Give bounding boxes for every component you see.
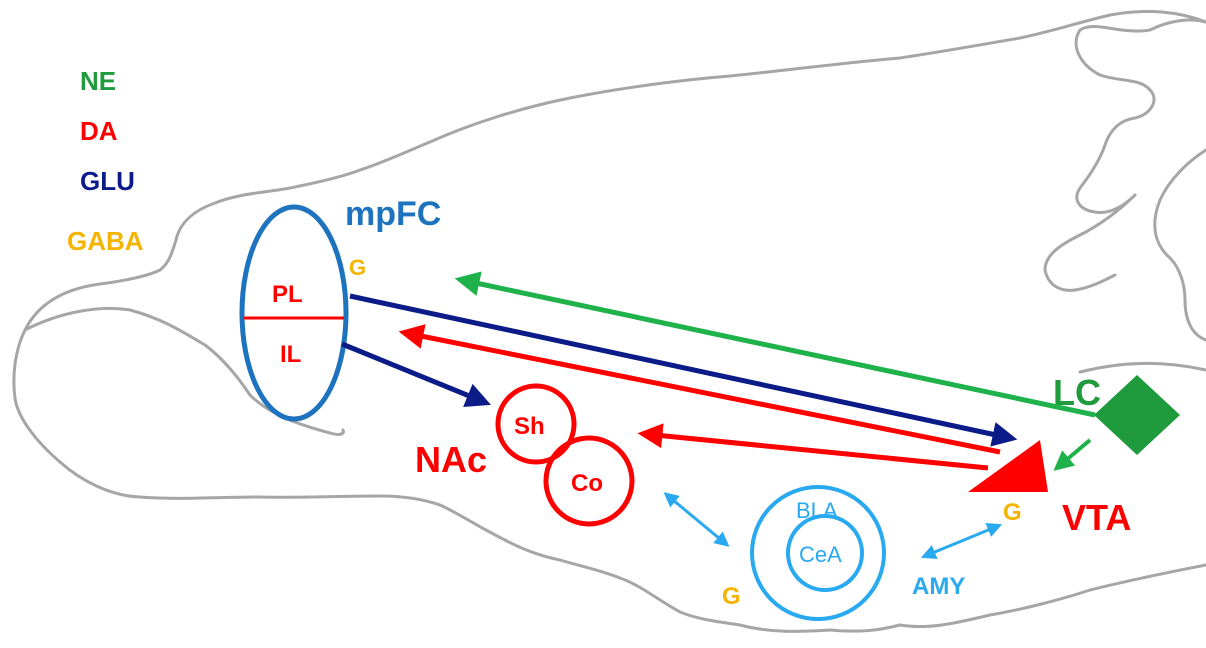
pl-label: PL — [272, 281, 303, 308]
amy-vta-bidirectional-arrow — [920, 523, 1003, 559]
legend-glu: GLU — [80, 166, 135, 196]
cea-circle — [786, 514, 864, 592]
bla-label: BLA — [796, 498, 838, 523]
mpfc-to-vta-glu-arrow — [349, 293, 1018, 447]
brain-outline — [12, 10, 1206, 633]
bla-circle — [750, 485, 886, 621]
co-label: Co — [571, 470, 603, 497]
vta-gaba-marker: G — [1003, 499, 1022, 526]
nac-shell-circle — [495, 383, 577, 465]
mpfc-gaba-marker: G — [349, 255, 366, 280]
lc-to-vta-arrow — [1053, 438, 1092, 471]
lc-diamond — [1094, 375, 1180, 455]
sh-label: Sh — [514, 413, 545, 440]
nac-core-circle — [543, 435, 635, 527]
lc-to-mpfc-arrow — [454, 271, 1096, 418]
vta-to-mpfc-da-arrow — [398, 324, 1001, 455]
il-to-nac-glu-arrow — [341, 341, 491, 407]
nac-amy-bidirectional-arrow — [663, 492, 730, 547]
il-label: IL — [280, 341, 301, 368]
legend-gaba: GABA — [67, 226, 144, 256]
vta-triangle — [968, 440, 1048, 492]
legend-da: DA — [80, 116, 118, 146]
mpfc-label: mpFC — [345, 195, 441, 233]
vta-label: VTA — [1062, 497, 1131, 538]
nac-label: NAc — [415, 439, 487, 480]
amy-gaba-marker: G — [722, 583, 741, 610]
mpfc-ellipse — [239, 204, 349, 422]
legend-ne: NE — [80, 66, 116, 96]
amy-label: AMY — [912, 573, 965, 600]
cea-label: CeA — [799, 542, 842, 567]
vta-to-nac-da-arrow — [637, 423, 989, 471]
